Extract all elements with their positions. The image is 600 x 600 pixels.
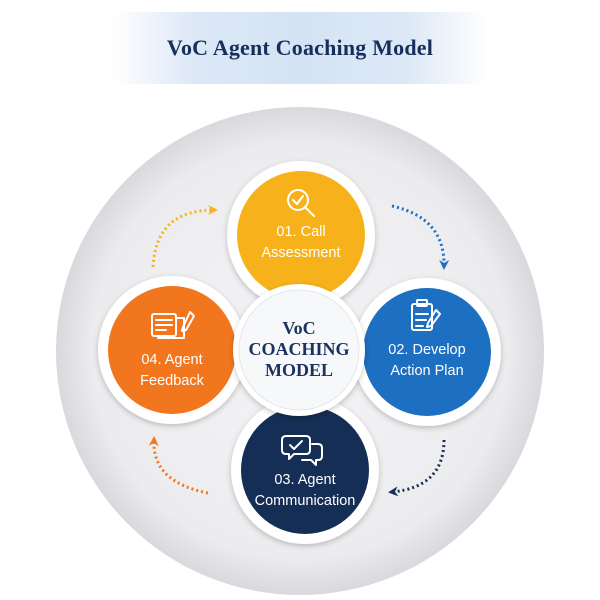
step-02 (353, 278, 501, 426)
chat-check-icon (281, 435, 323, 466)
arrow-start-to-01 (151, 205, 218, 268)
step-03-label: 03. Agent Communication (254, 472, 356, 509)
step-01-circle (237, 171, 365, 299)
diagram-title: VoC Agent Coaching Model (166, 35, 434, 60)
step-01-label: 01. Call Assessment (261, 224, 341, 261)
arrow-01-to-02 (391, 204, 450, 270)
center-label: VoC COACHING MODEL (248, 318, 350, 380)
step-03 (231, 396, 379, 544)
step-02-label: 02. Develop Action Plan (388, 342, 466, 379)
step-04 (98, 276, 246, 424)
arrow-04-to-01 (148, 436, 209, 495)
clipboard-pen-icon (411, 299, 441, 331)
step-03-circle (241, 406, 369, 534)
step-04-label: 04. Agent Feedback (140, 352, 204, 389)
center-circle-inner (238, 289, 360, 411)
magnifier-check-icon (287, 189, 315, 217)
step-01 (227, 161, 375, 309)
step-02-circle (363, 288, 491, 416)
title-banner: VoC Agent Coaching Model (112, 12, 488, 84)
notes-pen-icon (151, 311, 195, 339)
step-04-circle (108, 286, 236, 414)
